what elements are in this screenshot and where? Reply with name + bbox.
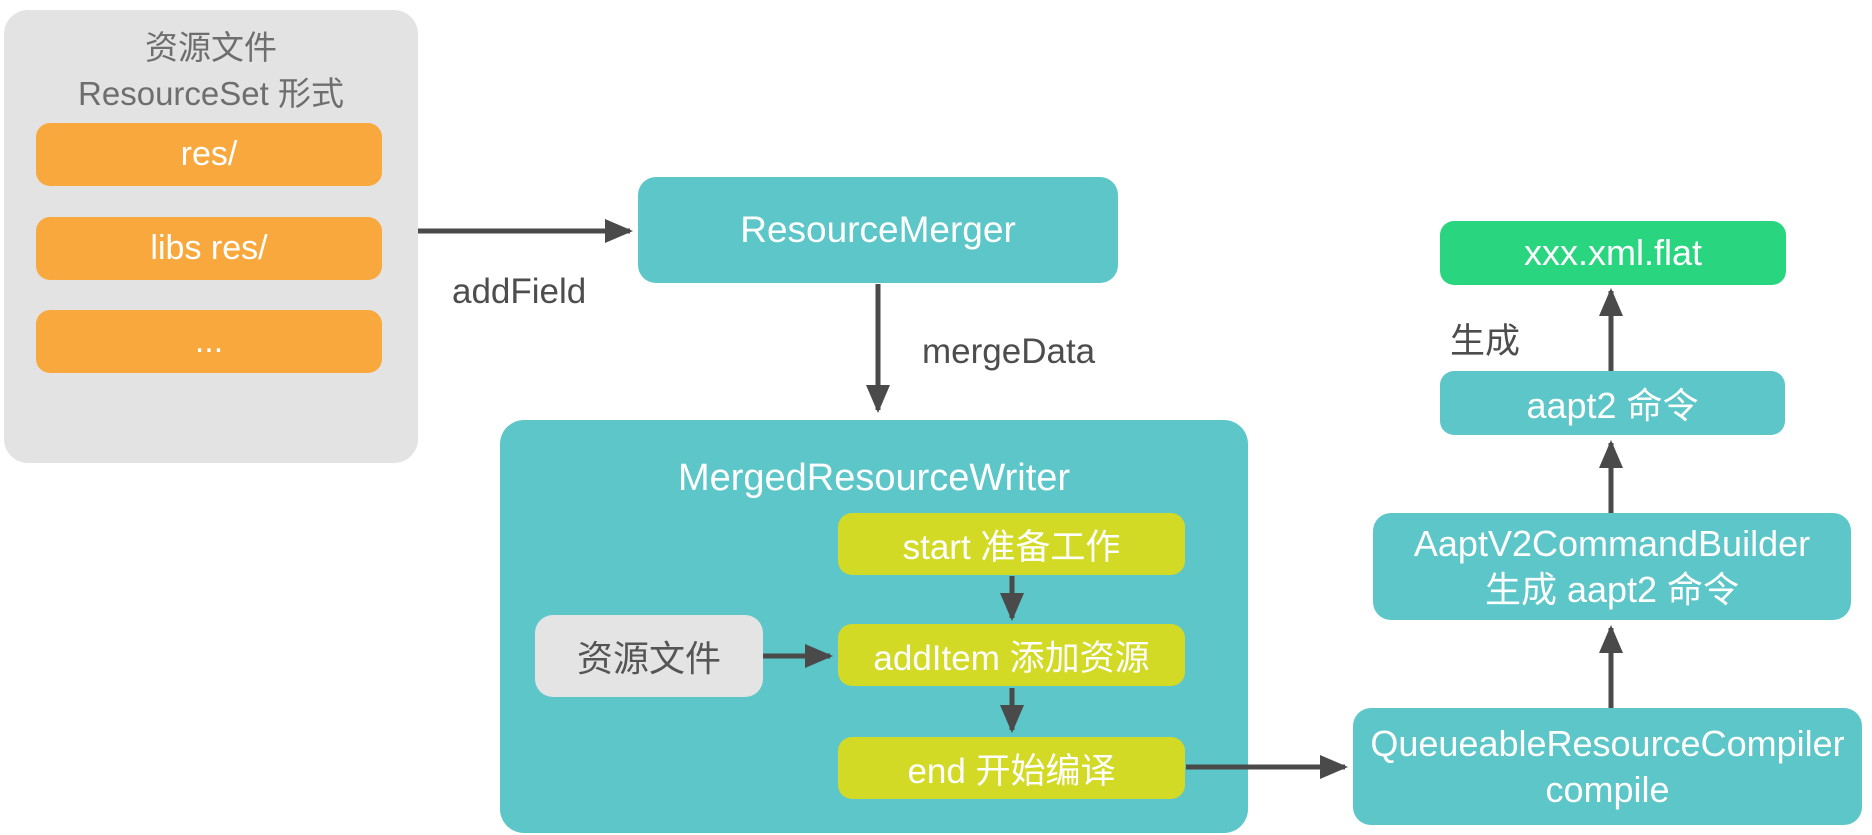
resource-set-title-line2: ResourceSet 形式 (78, 75, 344, 112)
resource-set-title-line1: 资源文件 (145, 29, 277, 66)
resource-merger-node: ResourceMerger (638, 177, 1118, 283)
resource-item-libs-res: libs res/ (36, 217, 382, 280)
queueable-line2: compile (1545, 768, 1670, 810)
aaptv2-command-builder-node: AaptV2CommandBuilder 生成 aapt2 命令 (1373, 513, 1851, 620)
generate-edge-label: 生成 (1450, 322, 1521, 361)
resource-set-panel: 资源文件 ResourceSet 形式 res/ libs res/ ... (4, 10, 418, 463)
resource-file-input-node: 资源文件 (535, 615, 763, 697)
step-start: start 准备工作 (838, 513, 1185, 575)
resource-item-res: res/ (36, 123, 382, 186)
resource-set-title: 资源文件 ResourceSet 形式 (4, 25, 418, 117)
mergedata-edge-label: mergeData (922, 332, 1096, 371)
queueable-resource-compiler-node: QueueableResourceCompiler compile (1353, 708, 1862, 825)
step-end: end 开始编译 (838, 737, 1185, 799)
aaptv2-line2: 生成 aapt2 命令 (1484, 568, 1740, 610)
flat-file-node: xxx.xml.flat (1440, 221, 1786, 285)
aapt2-command-node: aapt2 命令 (1440, 371, 1785, 435)
resource-item-ellipsis: ... (36, 310, 382, 373)
queueable-line1: QueueableResourceCompiler (1370, 722, 1845, 764)
merged-resource-writer-title: MergedResourceWriter (677, 457, 1071, 499)
merged-resource-writer-node: MergedResourceWriter start 准备工作 addItem … (500, 420, 1248, 833)
aaptv2-line1: AaptV2CommandBuilder (1413, 522, 1811, 564)
step-additem: addItem 添加资源 (838, 624, 1185, 686)
addfield-edge-label: addField (452, 272, 587, 311)
